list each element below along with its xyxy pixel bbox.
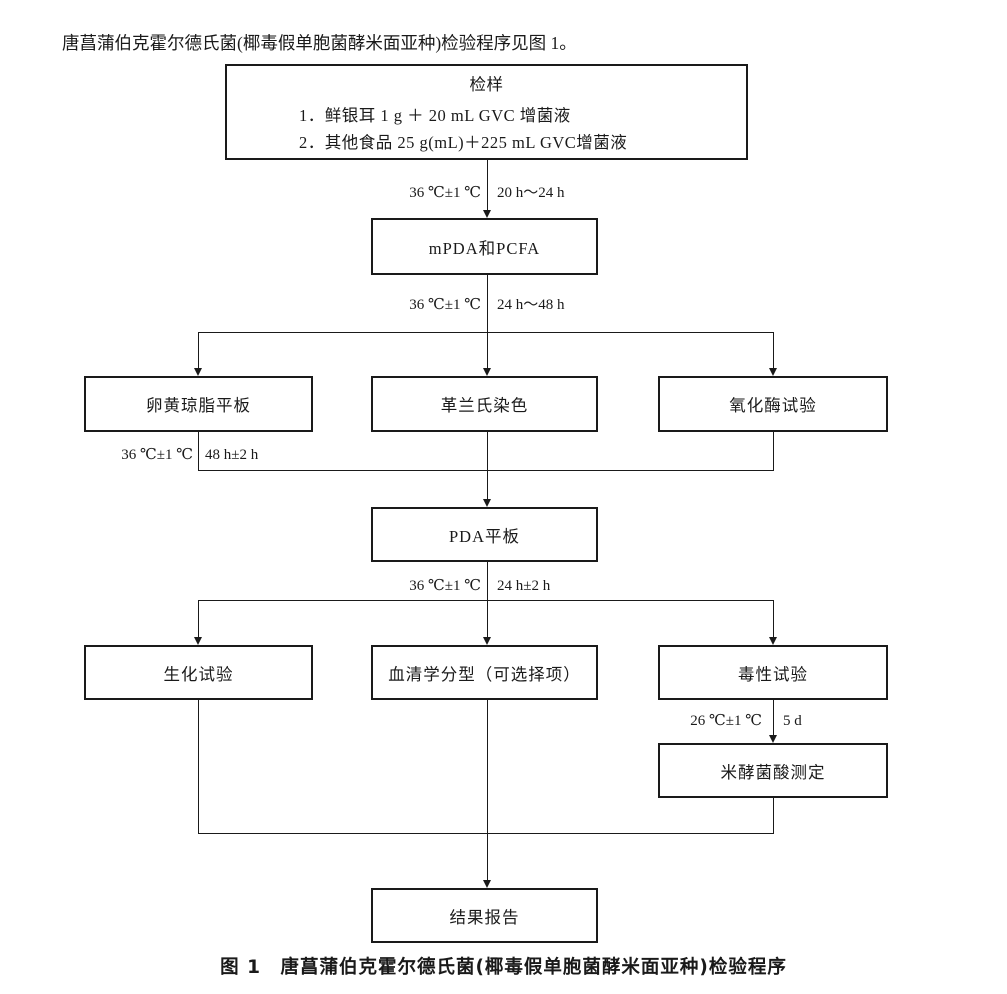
figure-caption: 图 1 唐菖蒲伯克霍尔德氏菌(椰毒假单胞菌酵米面亚种)检验程序 bbox=[220, 957, 787, 978]
flow-box-oxidase-test: 氧化酶试验 bbox=[658, 376, 888, 432]
step3-temperature-label: 36 ℃±1 ℃ bbox=[121, 447, 193, 463]
connector-line bbox=[773, 798, 774, 833]
flow-box-biochemical-test: 生化试验 bbox=[84, 645, 313, 700]
arrow-down-icon bbox=[769, 368, 777, 376]
connector-line bbox=[198, 432, 199, 470]
arrow-down-icon bbox=[483, 368, 491, 376]
flow-box-pda-plate: PDA平板 bbox=[371, 507, 598, 562]
connector-line bbox=[773, 432, 774, 470]
branch-line bbox=[198, 332, 774, 333]
intro-text: 唐菖蒲伯克霍尔德氏菌(椰毒假单胞菌酵米面亚种)检验程序见图 1。 bbox=[62, 33, 577, 53]
collect-line bbox=[198, 833, 774, 834]
arrow-down-icon bbox=[194, 368, 202, 376]
step5-temperature-label: 26 ℃±1 ℃ bbox=[690, 713, 762, 729]
flow-box-toxicity-test: 毒性试验 bbox=[658, 645, 888, 700]
flow-box-bongkrekic-acid: 米酵菌酸测定 bbox=[658, 743, 888, 798]
flow-box-result-report: 结果报告 bbox=[371, 888, 598, 943]
connector-line bbox=[773, 600, 774, 637]
sampling-title: 检样 bbox=[469, 75, 504, 94]
connector-line bbox=[198, 600, 199, 637]
connector-line bbox=[773, 700, 774, 735]
step2-duration-label: 24 h～48 h bbox=[497, 297, 565, 313]
sampling-line-1: 1．鲜银耳 1 g ＋ 20 mL GVC 增菌液 bbox=[299, 106, 571, 125]
step4-temperature-label: 36 ℃±1 ℃ bbox=[409, 578, 481, 594]
step1-duration-label: 20 h～24 h bbox=[497, 185, 565, 201]
step5-duration-label: 5 d bbox=[783, 713, 802, 729]
connector-line bbox=[198, 332, 199, 368]
arrow-down-icon bbox=[769, 637, 777, 645]
step1-temperature-label: 36 ℃±1 ℃ bbox=[409, 185, 481, 201]
connector-line bbox=[773, 332, 774, 368]
collect-line bbox=[198, 470, 774, 471]
connector-line bbox=[487, 275, 488, 332]
flow-box-serotyping: 血清学分型（可选择项） bbox=[371, 645, 598, 700]
connector-line bbox=[487, 600, 488, 637]
flow-box-sampling: 检样 1．鲜银耳 1 g ＋ 20 mL GVC 增菌液 2．其他食品 25 g… bbox=[225, 64, 748, 160]
sampling-line-2: 2．其他食品 25 g(mL)＋225 mL GVC增菌液 bbox=[299, 133, 628, 152]
arrow-down-icon bbox=[194, 637, 202, 645]
arrow-down-icon bbox=[769, 735, 777, 743]
flow-box-gram-stain: 革兰氏染色 bbox=[371, 376, 598, 432]
connector-line bbox=[487, 432, 488, 499]
connector-line bbox=[198, 700, 199, 833]
arrow-down-icon bbox=[483, 210, 491, 218]
step3-duration-label: 48 h±2 h bbox=[205, 447, 259, 463]
flow-box-egg-yolk-agar: 卵黄琼脂平板 bbox=[84, 376, 313, 432]
connector-line bbox=[487, 160, 488, 210]
flow-box-mpda-pcfa: mPDA和PCFA bbox=[371, 218, 598, 275]
arrow-down-icon bbox=[483, 637, 491, 645]
arrow-down-icon bbox=[483, 499, 491, 507]
step4-duration-label: 24 h±2 h bbox=[497, 578, 551, 594]
connector-line bbox=[487, 562, 488, 600]
connector-line bbox=[487, 332, 488, 368]
arrow-down-icon bbox=[483, 880, 491, 888]
connector-line bbox=[487, 700, 488, 880]
step2-temperature-label: 36 ℃±1 ℃ bbox=[409, 297, 481, 313]
branch-line bbox=[198, 600, 774, 601]
